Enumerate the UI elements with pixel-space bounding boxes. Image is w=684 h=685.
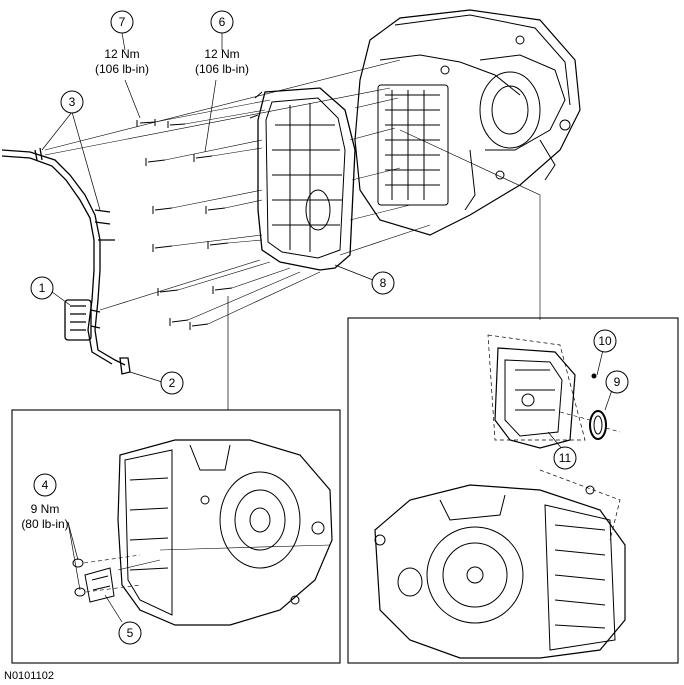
callout-leaders — [41, 32, 613, 623]
transaxle-detail-left — [117, 439, 333, 626]
callout-3: 3 — [60, 90, 84, 114]
callout-10: 10 — [593, 329, 617, 353]
callout-4: 4 — [33, 473, 57, 497]
svg-text:10: 10 — [598, 334, 612, 348]
torque-label-7-lbin: (106 lb-in) — [95, 62, 149, 76]
svg-text:6: 6 — [219, 15, 226, 29]
seal-ring — [559, 410, 621, 440]
callout-11: 11 — [553, 446, 577, 470]
svg-text:4: 4 — [42, 478, 49, 492]
callout-7: 7 — [110, 10, 134, 34]
svg-text:2: 2 — [169, 376, 176, 390]
torque-label-4-lbin: (80 lb-in) — [21, 517, 68, 531]
torque-label-6-lbin: (106 lb-in) — [195, 62, 249, 76]
torque-label-6-nm: 12 Nm — [204, 47, 239, 61]
svg-text:9: 9 — [614, 375, 621, 389]
electrical-connector — [64, 299, 101, 341]
callout-2: 2 — [160, 371, 184, 395]
torque-label-7-nm: 12 Nm — [104, 47, 139, 61]
detail-box-bracket — [11, 409, 341, 664]
callout-5: 5 — [118, 621, 142, 645]
detail-box-cover — [347, 317, 679, 664]
side-cover-gasket — [249, 87, 356, 271]
cover-bolts — [136, 119, 233, 330]
cover-plate — [494, 347, 576, 449]
svg-text:3: 3 — [69, 95, 76, 109]
svg-text:7: 7 — [119, 15, 126, 29]
svg-text:1: 1 — [39, 281, 46, 295]
figure-id: N0101102 — [4, 670, 54, 682]
wiring-harness — [1, 147, 131, 375]
valve-body — [377, 84, 449, 206]
callout-6: 6 — [210, 10, 234, 34]
callout-1: 1 — [30, 276, 54, 300]
svg-text:8: 8 — [380, 276, 387, 290]
callout-8: 8 — [371, 271, 395, 295]
mount-bracket — [72, 554, 141, 603]
svg-text:5: 5 — [127, 626, 134, 640]
projection-lines — [44, 59, 541, 325]
transaxle-main — [354, 9, 581, 236]
transaxle-detail-right — [374, 484, 626, 659]
torque-label-4-nm: 9 Nm — [31, 502, 60, 516]
callout-9: 9 — [605, 370, 629, 394]
svg-text:11: 11 — [559, 451, 572, 465]
